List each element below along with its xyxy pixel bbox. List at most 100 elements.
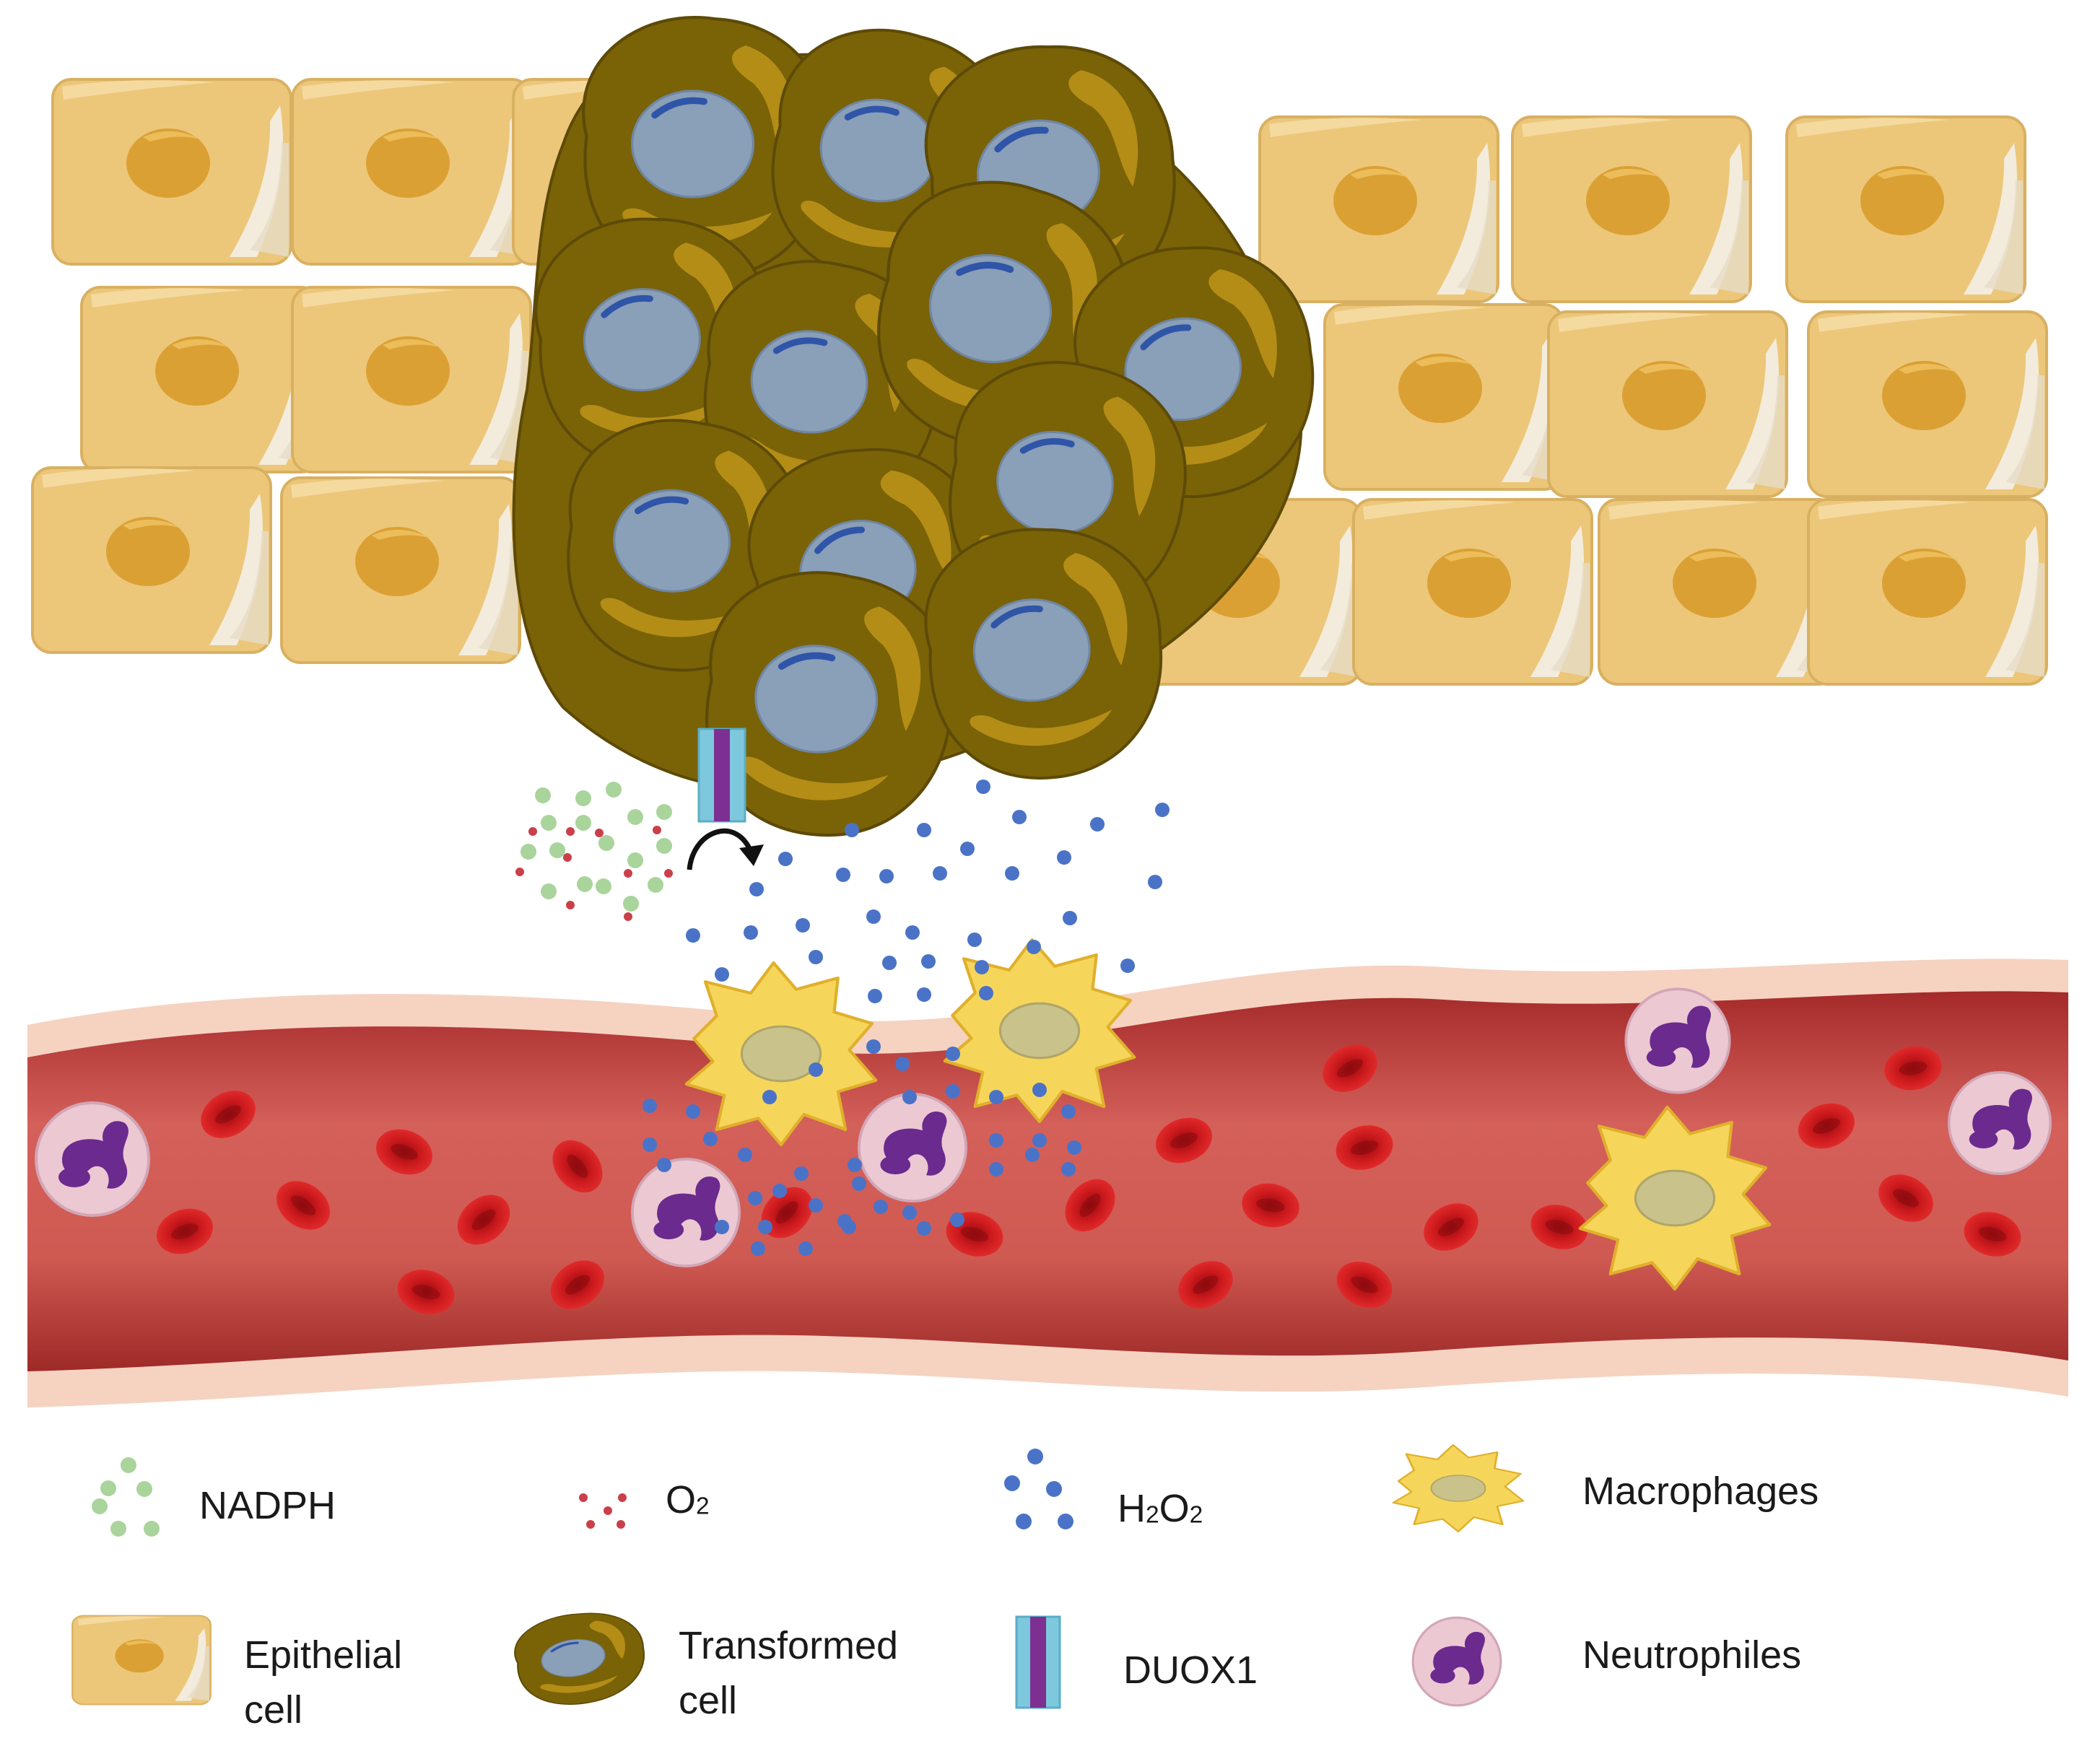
h2o2-molecule	[917, 987, 931, 1002]
h2o2-molecule	[1120, 959, 1135, 973]
h2o2-molecule	[1032, 1133, 1047, 1148]
h2o2-o: O	[1159, 1487, 1190, 1530]
h2o2-molecule	[1012, 810, 1027, 824]
o2-molecule	[566, 901, 575, 909]
h2o2-molecule	[749, 882, 764, 896]
h2o2-molecule	[921, 954, 936, 969]
h2o2-molecule	[1032, 1083, 1047, 1097]
h2o2-molecule	[744, 925, 758, 940]
nadph-molecule	[627, 809, 643, 825]
h2o2-molecule	[946, 1047, 960, 1061]
legend-label-o2: O2	[666, 1472, 710, 1534]
h2o2-sub2: 2	[1189, 1501, 1203, 1529]
h2o2-molecule	[1067, 1140, 1081, 1155]
neutrophil	[631, 1158, 741, 1267]
h2o2-molecule	[715, 967, 729, 982]
blood-vessel	[27, 959, 2068, 1407]
o2-molecule	[653, 826, 661, 834]
h2o2-molecule	[879, 869, 894, 883]
h2o2-h: H	[1118, 1487, 1146, 1530]
nadph-molecule	[596, 878, 611, 894]
h2o2-molecule	[778, 852, 793, 866]
reaction-arrow	[687, 829, 754, 870]
h2o2-molecule	[902, 1090, 917, 1104]
nadph-dots-icon	[92, 1457, 160, 1537]
o2-dots-icon	[579, 1493, 627, 1529]
nadph-molecule	[549, 842, 565, 858]
h2o2-molecule	[836, 868, 850, 882]
legend-label-transformed: Transformed cell	[679, 1618, 898, 1728]
o2-molecule	[624, 869, 632, 878]
h2o2-molecule	[905, 925, 920, 940]
epithelial-cell	[1352, 498, 1593, 686]
epithelial-cell	[1807, 310, 2048, 498]
h2o2-molecule	[989, 1133, 1003, 1148]
h2o2-molecule	[686, 1104, 700, 1119]
h2o2-molecule	[1027, 940, 1041, 954]
epithelial-line1: Epithelial	[244, 1633, 403, 1677]
h2o2-molecule	[902, 1205, 917, 1220]
legend-label-nadph: NADPH	[199, 1484, 336, 1527]
h2o2-molecule	[715, 1220, 729, 1234]
o2-molecule	[595, 829, 604, 837]
legend-label-epithelial: Epithelial cell	[244, 1628, 402, 1737]
h2o2-molecule	[989, 1090, 1003, 1104]
h2o2-molecule	[852, 1176, 866, 1191]
h2o2-molecule	[738, 1148, 752, 1162]
h2o2-molecule	[917, 1221, 931, 1236]
nadph-molecule	[627, 852, 643, 868]
h2o2-molecule	[809, 1198, 823, 1213]
h2o2-molecule	[809, 1062, 823, 1077]
nadph-molecule	[656, 838, 672, 854]
epithelial-cell	[280, 476, 521, 664]
transformed-cell-icon	[510, 1605, 650, 1712]
o2-molecule	[566, 827, 575, 836]
epithelial-cell	[291, 286, 532, 473]
epithelial-cell	[291, 78, 532, 266]
h2o2-molecule	[686, 928, 700, 943]
h2o2-molecule	[1005, 866, 1019, 881]
duox1-channel	[697, 728, 746, 823]
macrophage-icon	[1392, 1444, 1525, 1533]
neutrophil	[1624, 987, 1731, 1094]
h2o2-molecule	[950, 1213, 964, 1227]
h2o2-molecule	[657, 1158, 671, 1172]
epithelial-cell	[1598, 498, 1839, 686]
transformed-line2: cell	[679, 1679, 738, 1722]
h2o2-molecule	[643, 1099, 657, 1113]
o2-molecule	[664, 869, 673, 878]
epithelial-cell	[1785, 115, 2026, 303]
h2o2-dots-icon	[1004, 1449, 1073, 1529]
nadph-molecule	[575, 815, 591, 831]
nadph-molecule	[535, 787, 551, 803]
h2o2-molecule	[1057, 850, 1071, 865]
h2o2-molecule	[748, 1191, 762, 1205]
h2o2-molecule	[1148, 875, 1162, 889]
legend-label-duox1: DUOX1	[1123, 1649, 1258, 1692]
legend-label-macrophages: Macrophages	[1582, 1470, 1819, 1513]
h2o2-molecule	[751, 1241, 765, 1256]
h2o2-molecule	[643, 1138, 657, 1152]
h2o2-molecule	[842, 1220, 856, 1234]
epithelial-cell	[1258, 115, 1499, 303]
h2o2-molecule	[794, 1166, 809, 1181]
h2o2-molecule	[1061, 1104, 1076, 1119]
epithelial-line2: cell	[244, 1688, 303, 1732]
nadph-molecule	[541, 883, 557, 899]
h2o2-molecule	[762, 1090, 777, 1104]
h2o2-molecule	[845, 823, 859, 837]
h2o2-molecule	[989, 1162, 1003, 1176]
transformed-line1: Transformed	[679, 1624, 899, 1667]
h2o2-molecule	[895, 1057, 910, 1071]
legend-label-neutrophiles: Neutrophiles	[1582, 1633, 1802, 1677]
h2o2-molecule	[772, 1184, 787, 1198]
neutrophil	[35, 1101, 150, 1217]
h2o2-molecule	[758, 1220, 772, 1234]
h2o2-molecule	[798, 1241, 813, 1256]
h2o2-molecule	[933, 866, 947, 881]
h2o2-molecule	[1063, 911, 1077, 925]
nadph-molecule	[606, 782, 622, 798]
h2o2-molecule	[1090, 817, 1105, 831]
h2o2-molecule	[917, 823, 931, 837]
